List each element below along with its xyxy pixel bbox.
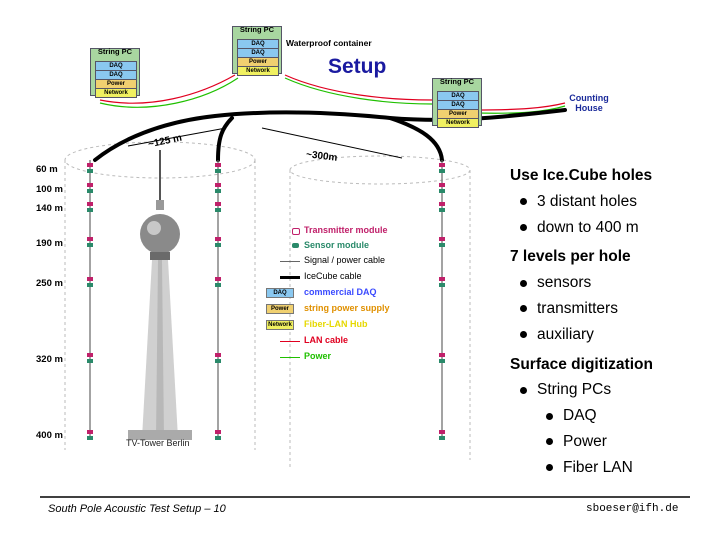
tv-tower-illustration bbox=[128, 150, 192, 440]
legend-signal-cable: Signal / power cable bbox=[304, 255, 386, 265]
bullet-dot-icon bbox=[546, 438, 553, 446]
bullet-dot-icon bbox=[520, 224, 527, 231]
pc-box-header: String PC bbox=[97, 47, 133, 56]
legend-lan-cable: LAN cable bbox=[304, 335, 349, 345]
bullet-head-surface: Surface digitization bbox=[510, 355, 653, 373]
depth-label: 400 m bbox=[36, 430, 63, 441]
bullet-head-holes: Use Ice.Cube holes bbox=[510, 167, 653, 184]
surface-cables bbox=[99, 74, 566, 114]
legend-power-supply: string power supply bbox=[304, 303, 390, 313]
pc-box-header: String PC bbox=[439, 77, 475, 86]
bullet-subitem: DAQ bbox=[510, 403, 720, 429]
string-modules bbox=[87, 163, 445, 440]
bullet-item: sensors bbox=[510, 270, 720, 296]
pc-row-network: Network bbox=[237, 66, 279, 76]
slide-title: Setup bbox=[328, 55, 387, 78]
bullet-item: auxiliary bbox=[510, 322, 720, 348]
legend-sensor: Sensor module bbox=[304, 240, 370, 250]
vertical-strings bbox=[89, 160, 443, 440]
string-pc-box-middle: String PC DAQ DAQ Power Network bbox=[232, 25, 282, 76]
bullet-item: 3 distant holes bbox=[510, 189, 720, 215]
sensor-icon bbox=[292, 243, 299, 248]
depth-label: 320 m bbox=[36, 354, 63, 365]
depth-label: 250 m bbox=[36, 278, 63, 289]
legend-daq: commercial DAQ bbox=[304, 287, 377, 297]
string-pc-box-right: String PC DAQ DAQ Power Network bbox=[432, 77, 482, 128]
depth-label: 190 m bbox=[36, 238, 63, 249]
bullet-subitem: Fiber LAN bbox=[510, 455, 720, 481]
bullet-dot-icon bbox=[546, 412, 553, 420]
bullet-list: Use Ice.Cube holes 3 distant holes down … bbox=[510, 163, 720, 481]
distance-arrows bbox=[127, 127, 403, 159]
power-line bbox=[280, 357, 300, 358]
legend-icecube-cable: IceCube cable bbox=[304, 271, 362, 281]
lan-cable-line bbox=[280, 341, 300, 342]
pc-row-network: Network bbox=[437, 118, 479, 128]
bullet-item: down to 400 m bbox=[510, 215, 720, 241]
footer-email: sboeser@ifh.de bbox=[586, 503, 679, 515]
waterproof-container-label: Waterproof container bbox=[286, 38, 372, 48]
signal-cable-line bbox=[280, 261, 300, 262]
counting-house-label: Counting House bbox=[569, 93, 609, 113]
bullet-item: String PCs bbox=[510, 377, 720, 403]
bullet-dot-icon bbox=[520, 331, 527, 339]
pc-row-network: Network bbox=[95, 88, 137, 98]
depth-label: 60 m bbox=[36, 164, 58, 175]
bullet-dot-icon bbox=[520, 279, 527, 287]
legend-power: Power bbox=[304, 351, 332, 361]
bullet-dot-icon bbox=[520, 386, 527, 394]
legend-fiber-lan: Fiber-LAN Hub bbox=[304, 319, 368, 329]
power-swatch: Power bbox=[266, 304, 294, 314]
string-2-modules bbox=[215, 163, 221, 440]
pc-box-header: String PC bbox=[239, 25, 275, 34]
legend: Transmitter module Sensor module Signal … bbox=[262, 223, 402, 363]
icecube-cable-line bbox=[280, 276, 300, 279]
legend-transmitter: Transmitter module bbox=[304, 225, 388, 235]
bullet-dot-icon bbox=[546, 464, 553, 472]
bullet-dot-icon bbox=[520, 198, 527, 206]
daq-swatch: DAQ bbox=[266, 288, 294, 298]
string-1-modules bbox=[87, 163, 93, 440]
bullet-item: transmitters bbox=[510, 296, 720, 322]
transmitter-icon bbox=[292, 228, 300, 235]
bullet-head-levels: 7 levels per hole bbox=[510, 248, 631, 266]
tv-tower-caption: TV-Tower Berlin bbox=[126, 438, 190, 448]
bullet-subitem: Power bbox=[510, 429, 720, 455]
network-swatch: Network bbox=[266, 320, 294, 330]
bullet-dot-icon bbox=[520, 305, 527, 313]
string-pc-box-left: String PC DAQ DAQ Power Network bbox=[90, 47, 140, 98]
footer-title: South Pole Acoustic Test Setup – 10 bbox=[48, 503, 226, 515]
string-3-modules bbox=[439, 163, 445, 440]
depth-label: 140 m bbox=[36, 203, 63, 214]
depth-label: 100 m bbox=[36, 184, 63, 195]
